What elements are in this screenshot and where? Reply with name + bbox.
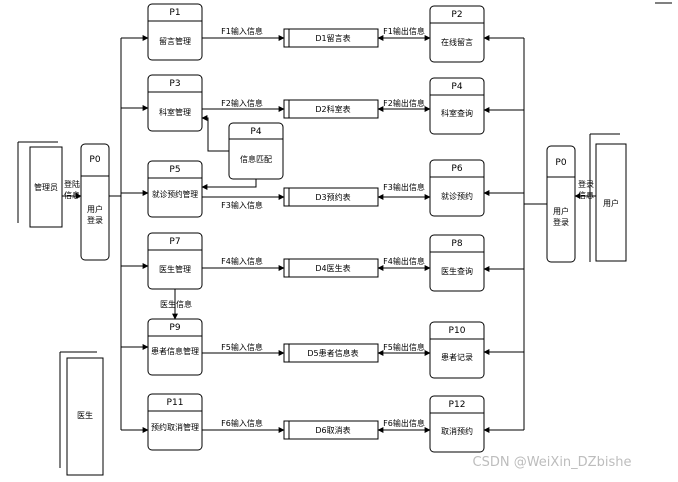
- right-bus-lines: [483, 35, 547, 433]
- process-p4-match-name: 信息匹配: [240, 154, 272, 164]
- process-p1-id: P1: [169, 8, 180, 18]
- store-d2-label: D2科室表: [315, 104, 350, 114]
- flow-f6-out-label: F6输出信息: [383, 418, 425, 428]
- process-p11-id: P11: [167, 398, 184, 408]
- flow-f1-in-label: F1输入信息: [221, 26, 263, 36]
- store-d1-label: D1留言表: [315, 33, 350, 43]
- process-p2-name: 在线留言: [441, 37, 473, 47]
- flow-doctor-info-label: 医生信息: [160, 299, 192, 309]
- process-p8-shape: [429, 234, 485, 292]
- left-bus-lines: [109, 35, 149, 433]
- process-p9-id: P9: [169, 323, 180, 333]
- process-p0-left-shape: [80, 143, 110, 261]
- process-p10-id: P10: [449, 326, 466, 336]
- process-p3-id: P3: [169, 79, 180, 89]
- process-p1-name: 留言管理: [159, 36, 191, 46]
- entity-admin-label: 管理员: [34, 182, 58, 192]
- store-d3-label: D3预约表: [315, 192, 350, 202]
- process-p12-shape: [429, 395, 485, 453]
- entity-doctor-label: 医生: [77, 410, 93, 420]
- process-p4-query-id: P4: [451, 82, 462, 92]
- process-p6-shape: [429, 159, 485, 217]
- entity-user-shape: [589, 133, 627, 262]
- flow-p4-to-p3: [201, 115, 229, 152]
- process-p12-id: P12: [449, 400, 466, 410]
- process-p7-id: P7: [169, 237, 180, 247]
- store-d6-label: D6取消表: [315, 425, 350, 435]
- flow-login-right-label: 登录信息: [578, 179, 594, 200]
- process-p5-id: P5: [169, 165, 180, 175]
- process-p7-name: 医生管理: [159, 264, 191, 274]
- process-p0-right-id: P0: [555, 158, 566, 168]
- process-p3-shape: [147, 74, 203, 132]
- process-p11-name: 预约取消管理: [151, 422, 199, 432]
- process-p12-name: 取消预约: [441, 426, 473, 436]
- flow-f4-in-label: F4输入信息: [221, 256, 263, 266]
- process-p5-name: 就诊预约管理: [152, 189, 198, 199]
- store-d5-label: D5患者信息表: [307, 348, 358, 358]
- watermark-text: CSDN @WeiXin_DZbishe: [473, 455, 632, 470]
- process-p6-id: P6: [451, 164, 462, 174]
- process-p8-id: P8: [451, 239, 462, 249]
- flow-f4-out-label: F4输出信息: [383, 256, 425, 266]
- flow-f3-out-label: F3输出信息: [383, 182, 425, 192]
- process-p10-name: 患者记录: [441, 352, 473, 362]
- flow-f2-in-label: F2输入信息: [221, 98, 263, 108]
- process-p0-left-name: 用户登录: [87, 204, 103, 225]
- process-p3-name: 科室管理: [159, 107, 191, 117]
- flow-f1-out-label: F1输出信息: [383, 26, 425, 36]
- flow-f5-in-label: F5输入信息: [221, 342, 263, 352]
- entity-admin-shape: [17, 141, 63, 228]
- store-d4-label: D4医生表: [315, 263, 350, 273]
- flow-f3-in-label: F3输入信息: [221, 200, 263, 210]
- process-p2-id: P2: [451, 10, 462, 20]
- process-p11-shape: [147, 393, 203, 451]
- process-p1-shape: [147, 3, 203, 61]
- process-p6-name: 就诊预约: [441, 191, 473, 201]
- process-p2-shape: [429, 5, 485, 63]
- entity-user-label: 用户: [603, 198, 619, 208]
- process-p0-right-name: 用户登录: [553, 206, 569, 227]
- process-p9-name: 患者信息管理: [151, 346, 199, 356]
- process-p4-match-id: P4: [250, 127, 261, 137]
- process-p0-left-id: P0: [89, 155, 100, 165]
- flow-login-left-label: 登陆信息: [64, 179, 80, 200]
- flow-f2-out-label: F2输出信息: [383, 98, 425, 108]
- process-p4-query-name: 科室查询: [441, 108, 473, 118]
- flow-p4-to-p5: [201, 179, 257, 190]
- flow-f6-in-label: F6输入信息: [221, 418, 263, 428]
- flow-f5-out-label: F5输出信息: [383, 342, 425, 352]
- process-p8-name: 医生查询: [441, 266, 473, 276]
- entity-doctor-shape: [59, 351, 104, 476]
